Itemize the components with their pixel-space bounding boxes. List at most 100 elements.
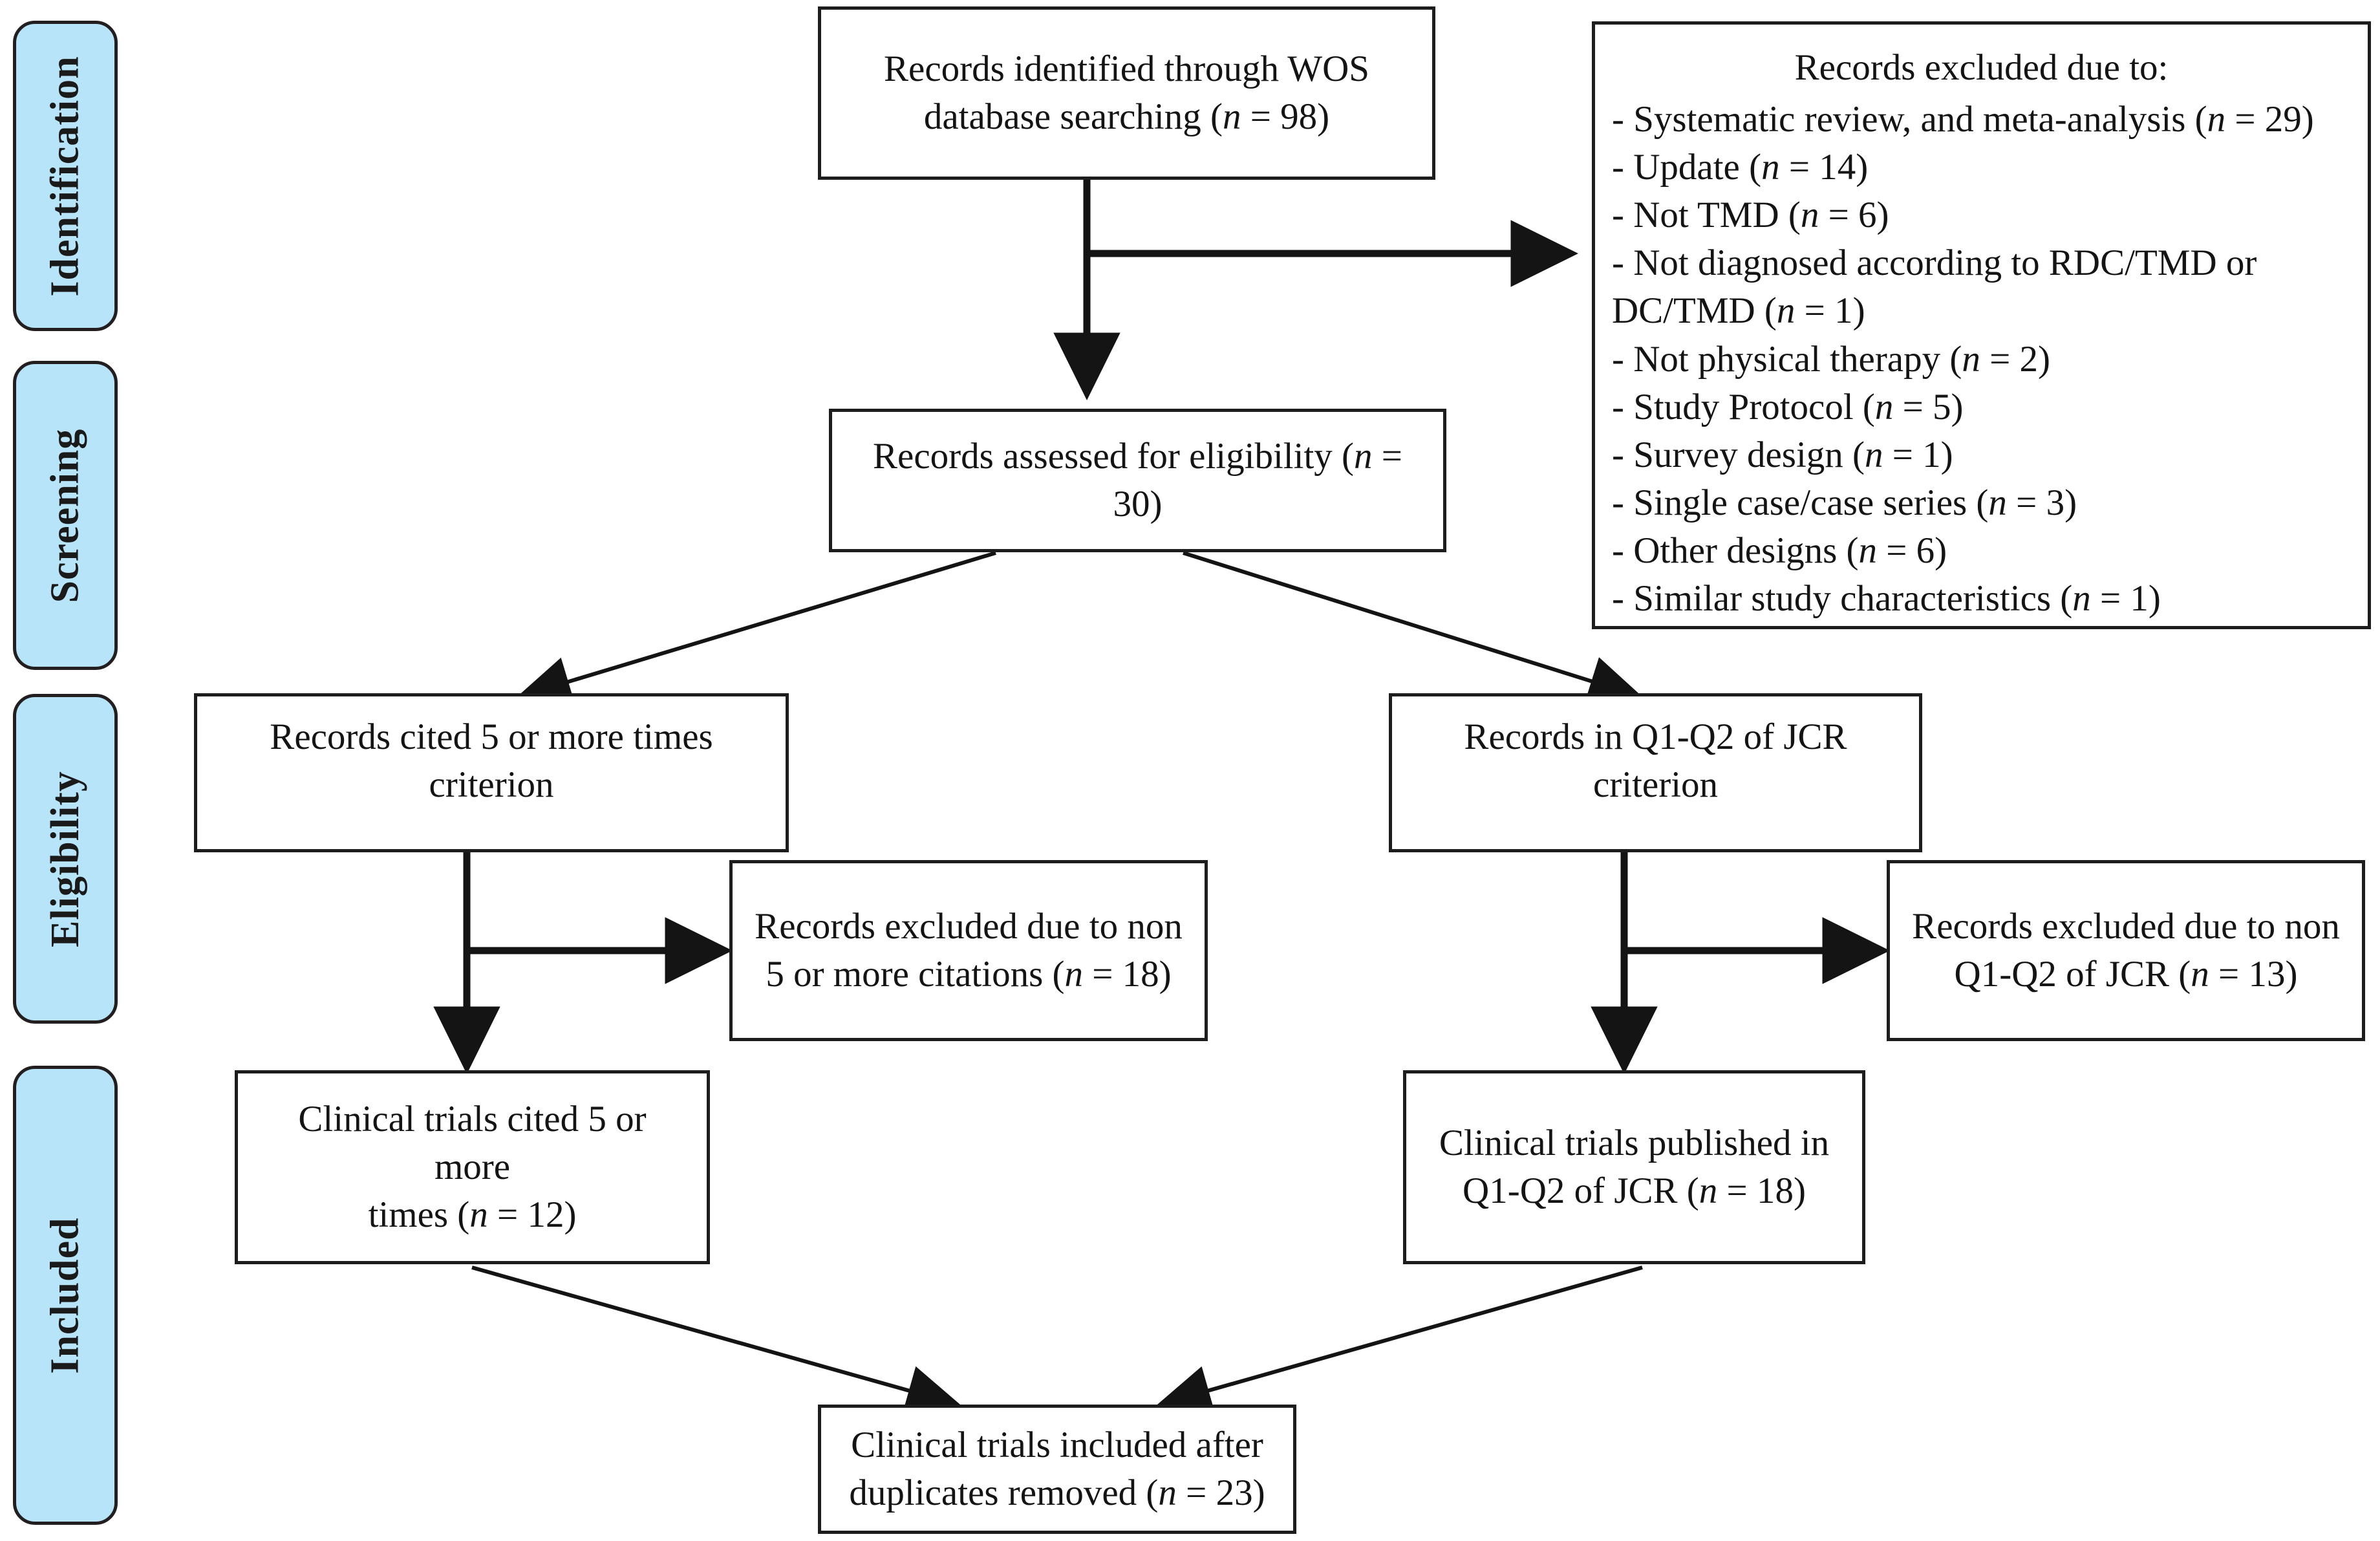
exclusion-item-label: - Not diagnosed according to RDC/TMD or …	[1612, 242, 2257, 332]
exclusion-item: - Study Protocol (n = 5)	[1612, 383, 2351, 431]
exclusion-item-label: - Not physical therapy (	[1612, 338, 1962, 380]
included-final-line2-post: = 23)	[1176, 1472, 1265, 1513]
exclusion-item-n: n	[2072, 578, 2091, 620]
exclusion-item-value: = 5)	[1893, 386, 1964, 427]
exclusion-item-label: - Systematic review, and meta-analysis (	[1612, 99, 2207, 140]
box-records-identified: Records identified through WOS database …	[818, 6, 1435, 180]
exclusion-item-value: = 1)	[2090, 578, 2161, 620]
included-final-line2-pre: duplicates removed (	[849, 1472, 1159, 1513]
included-final-line1: Clinical trials included after	[851, 1424, 1263, 1465]
exclusion-item-value: = 1)	[1795, 290, 1865, 332]
exclusion-item: - Not physical therapy (n = 2)	[1612, 336, 2351, 383]
trials-jcr-line1: Clinical trials published in	[1439, 1122, 1830, 1163]
box-cited-criterion-text: Records cited 5 or more times criterion	[270, 717, 713, 806]
excluded-jcr-line2-post: = 13)	[2209, 954, 2298, 995]
phase-label-screening: Screening	[13, 361, 118, 670]
exclusion-item-value: = 1)	[1883, 434, 1953, 475]
exclusion-item: - Similar study characteristics (n = 1)	[1612, 575, 2351, 623]
exclusion-item-label: - Survey design (	[1612, 434, 1865, 475]
exclusion-item-value: = 29)	[2225, 99, 2314, 140]
phase-label-text: Identification	[43, 55, 87, 297]
phase-label-eligibility: Eligibility	[13, 694, 118, 1024]
records-assessed-post: = 30)	[1113, 435, 1402, 524]
excluded-jcr-n-symbol: n	[2191, 954, 2209, 995]
exclusion-item: - Single case/case series (n = 3)	[1612, 479, 2351, 527]
connector-trials-cited-to-included	[471, 1266, 961, 1416]
box-jcr-criterion: Records in Q1-Q2 of JCR criterion	[1389, 693, 1922, 852]
trials-cited-line2-post: = 12)	[488, 1194, 577, 1236]
records-excluded-title: Records excluded due to:	[1794, 47, 2169, 88]
exclusion-item-value: = 6)	[1877, 530, 1947, 571]
phase-label-identification: Identification	[13, 21, 118, 331]
box-records-assessed: Records assessed for eligibility (n = 30…	[829, 409, 1446, 552]
box-records-assessed-text: Records assessed for eligibility (n = 30…	[852, 433, 1424, 528]
exclusion-item: - Not TMD (n = 6)	[1612, 191, 2351, 239]
exclusion-item-label: - Study Protocol (	[1612, 386, 1875, 427]
exclusion-item-n: n	[2207, 99, 2226, 140]
included-final-n-symbol: n	[1158, 1472, 1177, 1513]
exclusion-item-n: n	[1776, 290, 1796, 332]
records-identified-line1: Records identified through WOS	[884, 48, 1369, 89]
trials-cited-line1: Clinical trials cited 5 or more	[298, 1098, 647, 1187]
exclusion-item-label: - Update (	[1612, 147, 1762, 188]
records-identified-n-symbol: n	[1222, 96, 1241, 137]
records-excluded-list-text: Records excluded due to: - Systematic re…	[1612, 44, 2351, 623]
trials-jcr-n-symbol: n	[1699, 1170, 1718, 1211]
box-excluded-jcr-text: Records excluded due to non Q1-Q2 of JCR…	[1909, 903, 2342, 998]
excluded-citations-n-symbol: n	[1064, 954, 1084, 995]
excluded-citations-line1: Records excluded due to non	[755, 905, 1183, 947]
exclusion-item-value: = 3)	[2006, 482, 2077, 523]
phase-label-text: Eligibility	[43, 770, 87, 947]
connector-trials-jcr-to-included	[1156, 1266, 1643, 1415]
exclusion-item-label: - Other designs (	[1612, 530, 1859, 571]
exclusion-item: - Survey design (n = 1)	[1612, 431, 2351, 479]
box-records-excluded-list: Records excluded due to: - Systematic re…	[1592, 21, 2371, 629]
excluded-citations-line2-pre: 5 or more citations (	[766, 954, 1065, 995]
phase-label-included: Included	[13, 1066, 118, 1525]
trials-cited-n-symbol: n	[469, 1194, 488, 1236]
box-cited-criterion: Records cited 5 or more times criterion	[194, 693, 789, 852]
box-included-final: Clinical trials included after duplicate…	[818, 1405, 1296, 1534]
trials-jcr-line2-pre: Q1-Q2 of JCR (	[1463, 1170, 1699, 1211]
exclusion-item: - Other designs (n = 6)	[1612, 527, 2351, 575]
exclusion-item-label: - Not TMD (	[1612, 195, 1801, 236]
phase-label-text: Screening	[43, 428, 87, 603]
trials-jcr-line2-post: = 18)	[1717, 1170, 1806, 1211]
box-trials-jcr: Clinical trials published in Q1-Q2 of JC…	[1403, 1070, 1865, 1264]
box-trials-cited-text: Clinical trials cited 5 or more times (n…	[257, 1095, 687, 1239]
exclusion-item-value: = 2)	[1980, 338, 2050, 380]
exclusion-item-value: = 6)	[1819, 195, 1889, 236]
exclusion-item-n: n	[1761, 147, 1780, 188]
exclusion-item: - Update (n = 14)	[1612, 144, 2351, 191]
phase-label-text: Included	[43, 1216, 87, 1374]
box-excluded-jcr: Records excluded due to non Q1-Q2 of JCR…	[1887, 860, 2365, 1041]
records-assessed-n-symbol: n	[1354, 435, 1373, 477]
exclusion-item-n: n	[1865, 434, 1883, 475]
excluded-jcr-line2-pre: Q1-Q2 of JCR (	[1954, 954, 2191, 995]
exclusion-item: - Systematic review, and meta-analysis (…	[1612, 96, 2351, 144]
box-trials-cited: Clinical trials cited 5 or more times (n…	[235, 1070, 710, 1264]
box-trials-jcr-text: Clinical trials published in Q1-Q2 of JC…	[1426, 1119, 1843, 1215]
exclusion-item-n: n	[1988, 482, 2007, 523]
box-jcr-criterion-text: Records in Q1-Q2 of JCR criterion	[1464, 717, 1847, 806]
trials-cited-line2-pre: times (	[368, 1194, 470, 1236]
exclusion-item-label: - Single case/case series (	[1612, 482, 1989, 523]
exclusion-item-n: n	[1858, 530, 1878, 571]
exclusion-item-label: - Similar study characteristics (	[1612, 578, 2073, 620]
exclusion-item: - Not diagnosed according to RDC/TMD or …	[1612, 239, 2351, 335]
exclusion-item-value: = 14)	[1779, 147, 1869, 188]
box-records-identified-text: Records identified through WOS database …	[841, 45, 1413, 141]
box-included-final-text: Clinical trials included after duplicate…	[841, 1421, 1274, 1517]
excluded-citations-line2-post: = 18)	[1083, 954, 1172, 995]
box-excluded-citations: Records excluded due to non 5 or more ci…	[729, 860, 1208, 1041]
connector-assessed-to-jcr-criterion	[1183, 551, 1644, 706]
connector-assessed-to-cited-criterion	[516, 551, 996, 706]
records-assessed-pre: Records assessed for eligibility (	[873, 435, 1355, 477]
exclusion-item-n: n	[1962, 338, 1980, 380]
records-identified-line2-pre: database searching (	[923, 96, 1223, 137]
box-excluded-citations-text: Records excluded due to non 5 or more ci…	[752, 903, 1185, 998]
excluded-jcr-line1: Records excluded due to non	[1912, 905, 2340, 947]
exclusion-item-n: n	[1800, 195, 1819, 236]
exclusion-item-n: n	[1874, 386, 1894, 427]
